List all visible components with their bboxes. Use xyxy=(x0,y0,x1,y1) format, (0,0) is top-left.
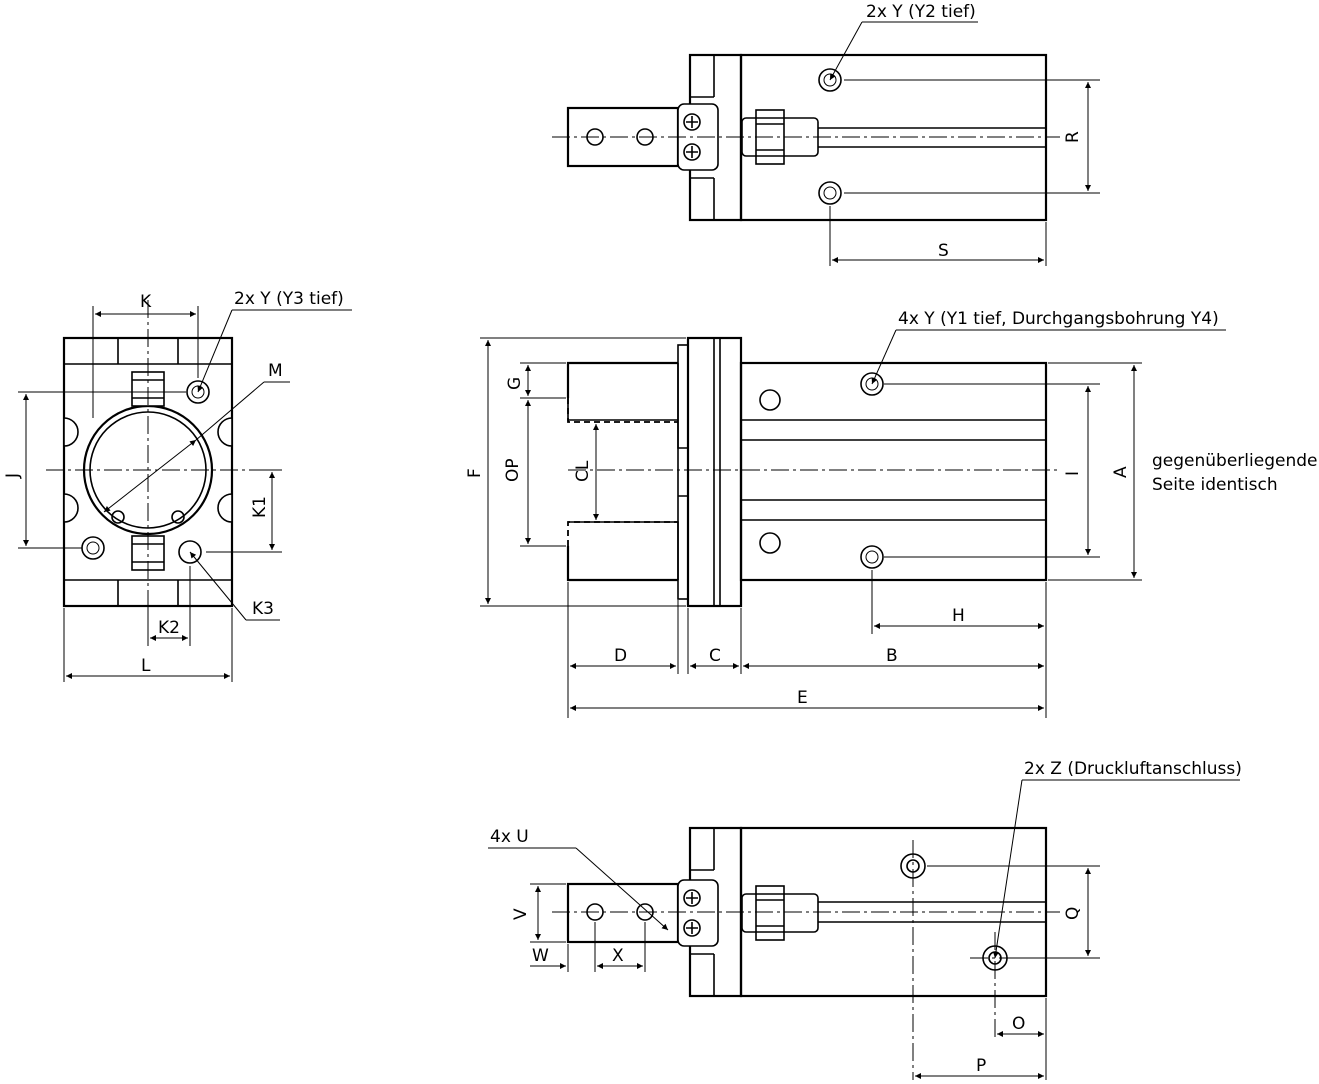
bottom-holes-note: 4x U xyxy=(490,827,529,847)
dim-k3: K3 xyxy=(252,599,274,619)
dim-j: J xyxy=(3,473,23,479)
dim-o: O xyxy=(1012,1014,1025,1034)
dim-w: W xyxy=(532,946,549,966)
dim-x: X xyxy=(612,946,624,966)
dim-q: Q xyxy=(1063,907,1083,920)
dim-c: C xyxy=(709,646,721,666)
dim-r: R xyxy=(1063,131,1083,143)
front-view: 4x Y (Y1 tief, Durchgangsbohrung Y4) geg… xyxy=(465,309,1317,718)
dim-k1: K1 xyxy=(250,496,270,518)
bottom-note: 2x Z (Druckluftanschluss) xyxy=(1024,759,1242,779)
dim-k: K xyxy=(140,292,152,312)
dim-d: D xyxy=(614,646,627,666)
left-note: 2x Y (Y3 tief) xyxy=(234,289,344,309)
dim-b: B xyxy=(886,646,898,666)
bottom-view: 2x Z (Druckluftanschluss) 4x U Q V W X O… xyxy=(488,759,1242,1080)
dim-e: E xyxy=(797,688,808,708)
dim-f: F xyxy=(465,468,485,478)
dim-s: S xyxy=(938,241,949,261)
dim-v: V xyxy=(511,908,531,920)
side-note-line-1: gegenüberliegende xyxy=(1152,451,1317,471)
top-view: 2x Y (Y2 tief) R S xyxy=(552,2,1100,266)
dim-a: A xyxy=(1111,466,1131,478)
dim-h: H xyxy=(952,606,965,626)
center-note: 4x Y (Y1 tief, Durchgangsbohrung Y4) xyxy=(898,309,1219,329)
dim-k2: K2 xyxy=(158,618,180,638)
dim-p: P xyxy=(976,1056,986,1076)
dim-m: M xyxy=(268,361,283,381)
dim-cl: CL xyxy=(573,460,593,482)
dim-g: G xyxy=(505,377,525,390)
end-view: K 2x Y (Y3 tief) M J K1 K3 K2 L xyxy=(3,289,352,682)
side-note-line-2: Seite identisch xyxy=(1152,475,1278,495)
dim-l: L xyxy=(141,656,151,676)
dim-op: OP xyxy=(503,458,523,482)
dim-i: I xyxy=(1063,471,1083,476)
top-note: 2x Y (Y2 tief) xyxy=(866,2,976,22)
